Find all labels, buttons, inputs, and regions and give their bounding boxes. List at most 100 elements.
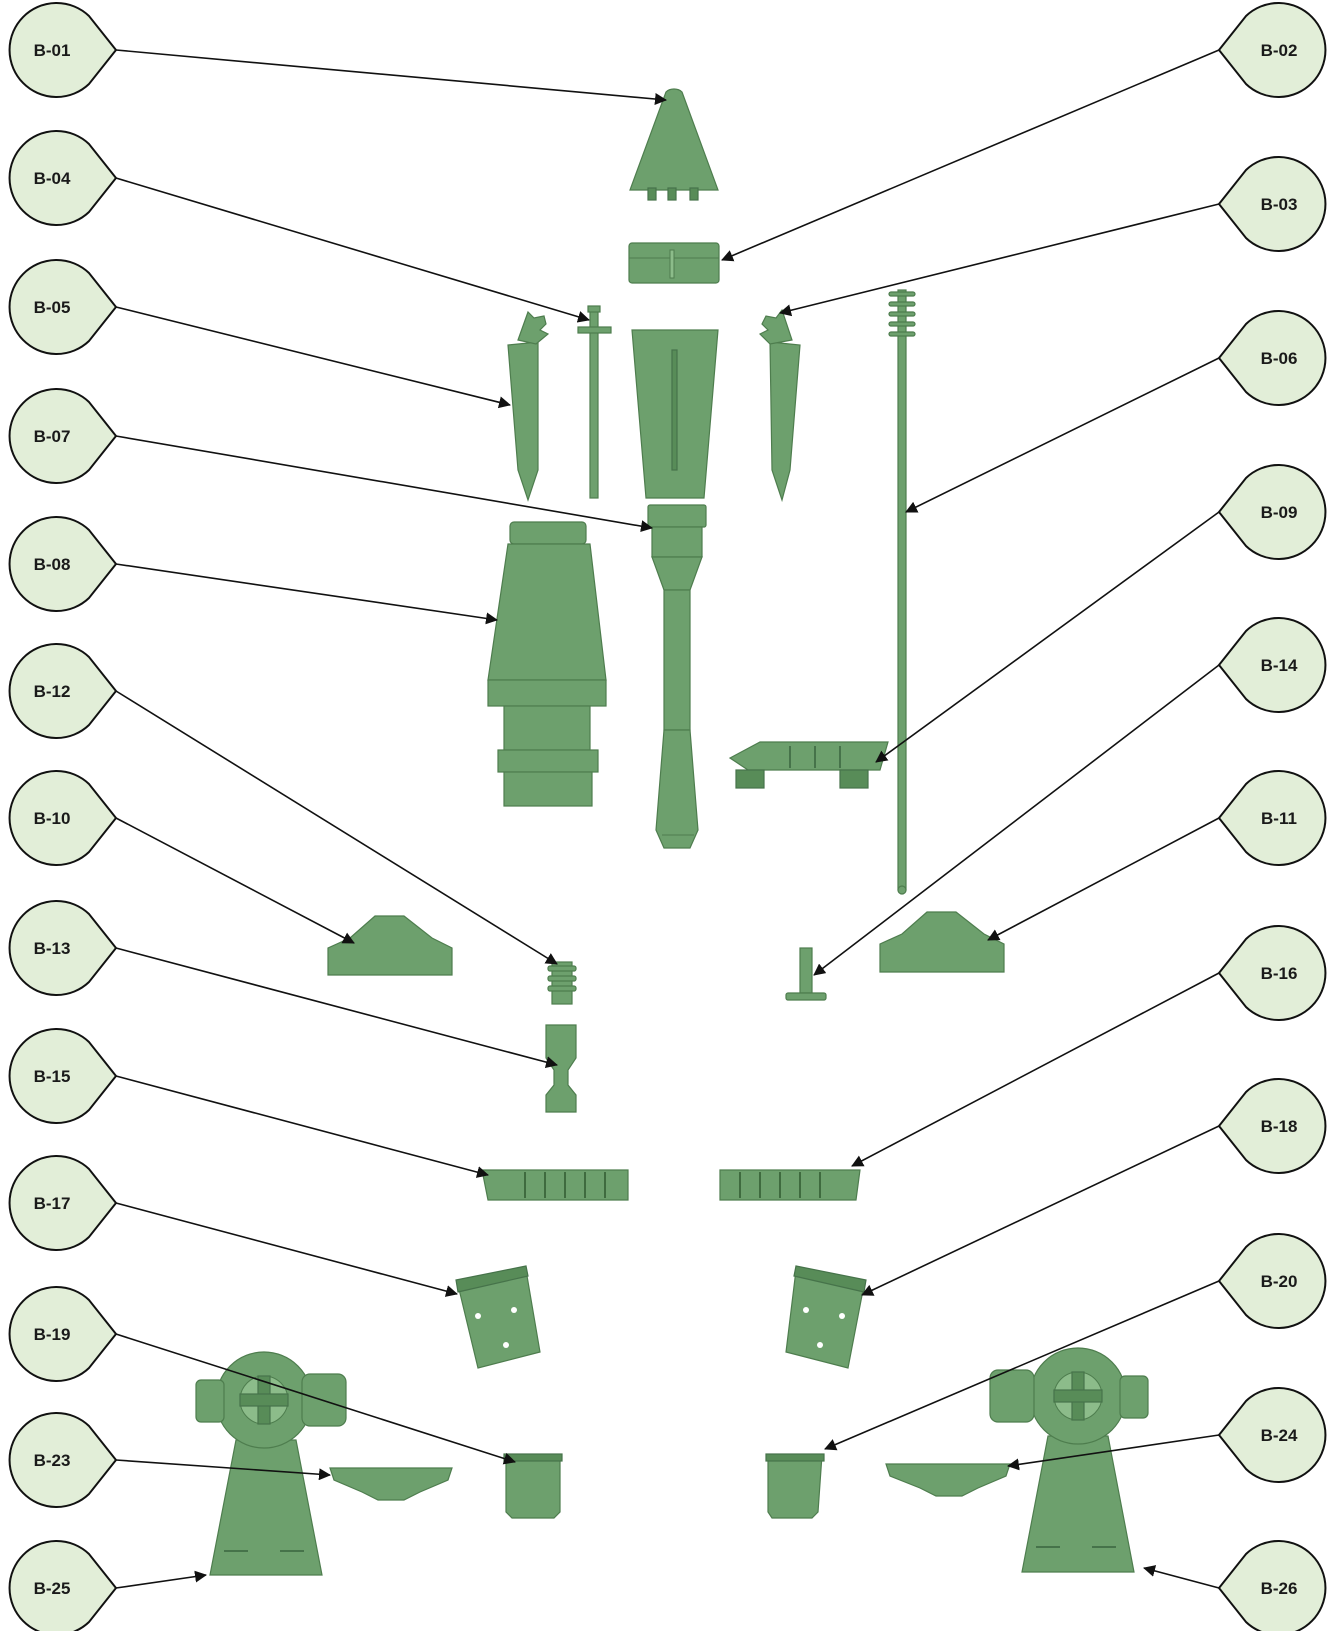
part-b12-threaded-piece [547, 961, 577, 1005]
callout-b26: B-26 [1217, 1540, 1327, 1631]
leader-line-b13 [115, 947, 558, 1068]
leader-line-b18 [861, 1125, 1220, 1296]
callout-bubble [8, 1286, 118, 1382]
callout-bubble [1217, 464, 1327, 560]
part-b06-long-rod [888, 289, 916, 895]
callout-label: B-17 [34, 1194, 71, 1213]
leader-line-b20 [824, 1280, 1220, 1451]
callout-b02: B-02 [1217, 2, 1327, 98]
callout-bubble [1217, 1233, 1327, 1329]
callout-label: B-11 [1261, 809, 1297, 828]
callout-b18: B-18 [1217, 1078, 1327, 1174]
part-b13-spool [545, 1024, 577, 1113]
callout-b16: B-16 [1217, 925, 1327, 1021]
callout-bubble [1217, 1540, 1327, 1631]
callout-b12: B-12 [8, 643, 118, 739]
callout-bubble [8, 1155, 118, 1251]
callout-b11: B-11 [1217, 770, 1327, 866]
callout-label: B-05 [34, 298, 71, 317]
leader-line-b08 [115, 563, 498, 625]
callout-label: B-12 [34, 682, 71, 701]
leader-line-b19 [115, 1333, 516, 1465]
callout-b23: B-23 [8, 1412, 118, 1508]
part-b26-right-turret [989, 1347, 1149, 1573]
callout-bubble [1217, 1078, 1327, 1174]
part-b01-nose-cone [629, 88, 719, 201]
leader-line-b09 [875, 511, 1220, 763]
callout-label: B-08 [34, 555, 71, 574]
parts-layer [195, 88, 1149, 1576]
callout-bubble [1217, 1387, 1327, 1483]
leader-line-b03 [779, 203, 1220, 317]
part-b15-left-comb [481, 1169, 629, 1201]
callout-label: B-13 [34, 939, 71, 958]
callout-b03: B-03 [1217, 156, 1327, 252]
callout-label: B-24 [1261, 1426, 1298, 1445]
callout-label: B-09 [1261, 503, 1298, 522]
part-b04-t-stick [577, 305, 612, 499]
callout-label: B-16 [1261, 964, 1298, 983]
callout-label: B-06 [1261, 349, 1298, 368]
callout-label: B-10 [34, 809, 71, 828]
callout-label: B-23 [34, 1451, 71, 1470]
leader-line-b15 [115, 1075, 489, 1178]
leader-line-b24 [1007, 1434, 1220, 1471]
part-b16-right-comb [719, 1169, 861, 1201]
callout-b15: B-15 [8, 1028, 118, 1124]
callout-b17: B-17 [8, 1155, 118, 1251]
part-b19-left-cup [503, 1453, 563, 1519]
callout-bubble [8, 259, 118, 355]
callout-b20: B-20 [1217, 1233, 1327, 1329]
leader-line-b07 [115, 435, 653, 533]
part-b10-left-dome [327, 915, 453, 976]
callout-bubble [1217, 156, 1327, 252]
callout-label: B-15 [34, 1067, 71, 1086]
callout-b25: B-25 [8, 1540, 118, 1631]
callout-label: B-26 [1261, 1579, 1298, 1598]
part-b24-right-dish [885, 1463, 1011, 1497]
callout-bubble [1217, 310, 1327, 406]
callout-label: B-07 [34, 427, 71, 446]
callout-bubble [8, 516, 118, 612]
callout-b04: B-04 [8, 130, 118, 226]
callout-bubble [1217, 770, 1327, 866]
part-b25-left-turret [195, 1351, 347, 1576]
callout-b13: B-13 [8, 900, 118, 996]
leader-line-b10 [115, 817, 355, 944]
part-b23-left-dish [329, 1467, 453, 1501]
leader-line-b17 [115, 1202, 458, 1297]
leader-line-b26 [1143, 1565, 1220, 1589]
part-b20-right-cup [765, 1453, 825, 1519]
callout-bubble [1217, 925, 1327, 1021]
callout-b10: B-10 [8, 770, 118, 866]
callout-b19: B-19 [8, 1286, 118, 1382]
part-b05-left-fin [507, 310, 550, 502]
callout-bubble [8, 770, 118, 866]
callout-bubble [8, 900, 118, 996]
leader-line-b02 [721, 49, 1220, 262]
callout-bubble [8, 1540, 118, 1631]
part-b17-left-bracket [455, 1265, 541, 1369]
leader-line-b04 [115, 177, 590, 323]
callout-b06: B-06 [1217, 310, 1327, 406]
callout-label: B-25 [34, 1579, 71, 1598]
leader-line-b25 [115, 1570, 207, 1589]
leader-line-b11 [987, 817, 1220, 941]
callout-label: B-04 [34, 169, 71, 188]
part-b14-pin [785, 947, 827, 1001]
leader-line-b05 [115, 306, 511, 409]
part-b03-right-fin [758, 308, 801, 503]
callout-b07: B-07 [8, 388, 118, 484]
part-b07-tube [631, 329, 719, 849]
callout-bubble [1217, 2, 1327, 98]
part-b02-ring [628, 242, 720, 284]
callout-bubble [8, 388, 118, 484]
callout-bubble [8, 643, 118, 739]
leader-line-b12 [115, 690, 558, 965]
part-b09-grate [728, 741, 889, 789]
callout-b24: B-24 [1217, 1387, 1327, 1483]
callout-b14: B-14 [1217, 617, 1327, 713]
callout-label: B-19 [34, 1325, 71, 1344]
